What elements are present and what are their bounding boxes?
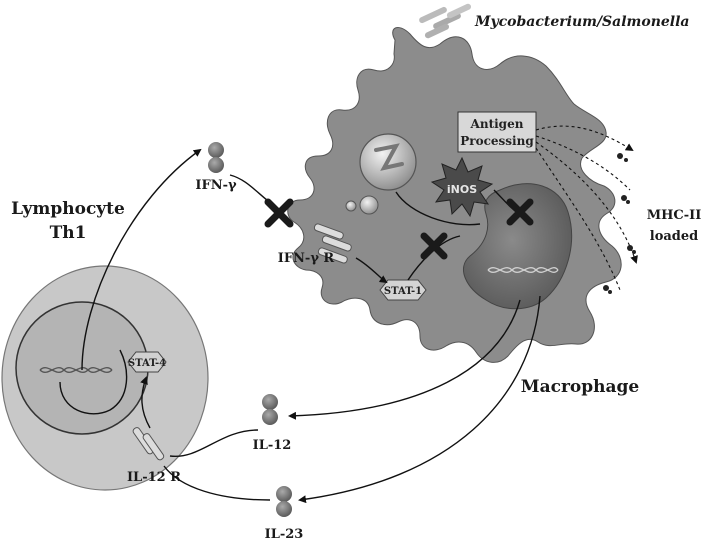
lymphocyte-label-line2: Th1	[50, 223, 87, 243]
il12r-label: IL-12 R	[127, 470, 181, 485]
ifng-cytokine-icon	[208, 142, 224, 173]
bacteria-icon	[419, 3, 472, 39]
il12-cytokine-icon	[262, 394, 278, 425]
il23-label: IL-23	[265, 527, 304, 542]
stat1-label: STAT-1	[384, 286, 422, 297]
mhc-export-arrows	[535, 125, 638, 291]
antigen-label-line2: Processing	[460, 134, 534, 148]
macrophage-nucleus	[462, 183, 572, 310]
phagosome-vacuole	[359, 133, 417, 191]
vesicle-small	[345, 200, 357, 212]
macrophage-label: Macrophage	[521, 377, 640, 397]
mhc-label-line1: MHC-II	[647, 208, 702, 223]
lymphocyte-dna-icon	[39, 367, 113, 373]
il23-cytokine-icon	[276, 486, 292, 517]
stat1-hexagon	[379, 279, 427, 301]
stat4-label: STAT-4	[128, 358, 166, 369]
stat4-hexagon	[127, 351, 167, 373]
block-x-marks	[264, 198, 534, 260]
inos-star-icon	[430, 156, 494, 218]
ifng-label: IFN-γ	[195, 178, 237, 193]
il12-label: IL-12	[253, 438, 292, 453]
antigen-processing-box	[457, 111, 537, 153]
bacteria-label: Mycobacterium/Salmonella	[474, 14, 690, 30]
inos-label: iNOS	[447, 183, 477, 196]
macrophage-dna-icon	[487, 267, 559, 273]
antigen-label-line1: Antigen	[470, 117, 524, 131]
mhc-molecules	[603, 153, 636, 294]
il12-receptor-icon	[132, 427, 165, 461]
vesicle-large	[359, 195, 379, 215]
lymphocyte-label-line1: Lymphocyte	[11, 199, 125, 219]
ifng-receptor-icon	[313, 223, 352, 264]
ifngr-label: IFN-γ R	[278, 251, 335, 266]
mhc-label-line2: loaded	[650, 229, 698, 244]
